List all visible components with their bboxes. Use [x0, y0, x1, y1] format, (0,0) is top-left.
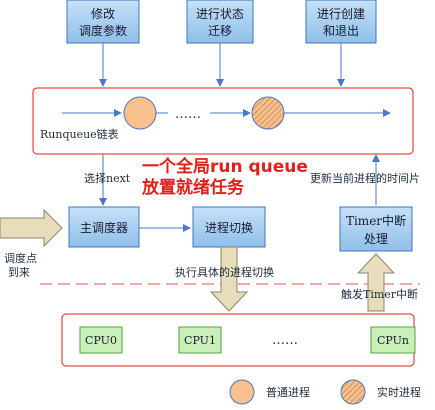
- schedule-point-arrow: [0, 208, 63, 248]
- annotation-line2: 放置就绪任务: [141, 177, 245, 198]
- top-box-state-migrate: 进行状态 迁移: [186, 0, 254, 44]
- top-box-2-line1: 进行状态: [196, 7, 244, 21]
- cpu1-label: CPU1: [184, 334, 216, 347]
- runqueue-box: [32, 87, 414, 155]
- exec-switch-label: 执行具体的进程切换: [175, 265, 274, 279]
- legend-normal-circle: [229, 379, 255, 405]
- top-box-2-line2: 迁移: [208, 24, 232, 38]
- switch-down-arrow: [209, 246, 249, 312]
- realtime-process-circle: [251, 96, 285, 130]
- cpu0-box: [79, 326, 123, 354]
- normal-process-circle: [123, 96, 157, 130]
- runqueue-label: Runqueue链表: [40, 127, 119, 141]
- main-scheduler-label: 主调度器: [80, 220, 128, 235]
- timer-box-line1: Timer中断: [346, 213, 406, 228]
- top-box-1-line2: 调度参数: [79, 23, 127, 38]
- timer-up-arrow: [356, 253, 396, 312]
- top-box-modify-params: 修改 调度参数: [66, 0, 140, 44]
- cpun-label: CPUn: [377, 334, 409, 347]
- timer-box-line2: 处理: [364, 232, 388, 246]
- cpu-ellipsis: ……: [272, 333, 298, 348]
- process-switch-label: 进程切换: [205, 220, 253, 235]
- update-timeslice-label: 更新当前进程的时间片: [310, 171, 420, 185]
- annotation-line1: 一个全局run queue: [142, 156, 308, 177]
- select-next-label: 选择next: [84, 171, 131, 185]
- schedule-point-line1: 调度点: [4, 251, 37, 265]
- cpu1-box: [178, 326, 222, 354]
- main-scheduler-box: [68, 206, 140, 248]
- queue-ellipsis: ……: [175, 107, 201, 122]
- legend-realtime-circle: [340, 379, 366, 405]
- legend-realtime-label: 实时进程: [377, 385, 421, 399]
- timer-box: [339, 206, 413, 252]
- legend-normal-label: 普通进程: [266, 385, 310, 399]
- cpun-box: [370, 326, 416, 354]
- top-box-3-line2: 和退出: [323, 24, 359, 38]
- cpu0-label: CPU0: [85, 334, 117, 347]
- top-box-create-exit: 进行创建 和退出: [305, 0, 377, 44]
- top-box-3-line1: 进行创建: [317, 7, 365, 21]
- trigger-timer-label: 触发Timer中断: [341, 287, 418, 301]
- schedule-point-line2: 到来: [8, 266, 30, 279]
- top-box-1-line1: 修改: [91, 6, 115, 21]
